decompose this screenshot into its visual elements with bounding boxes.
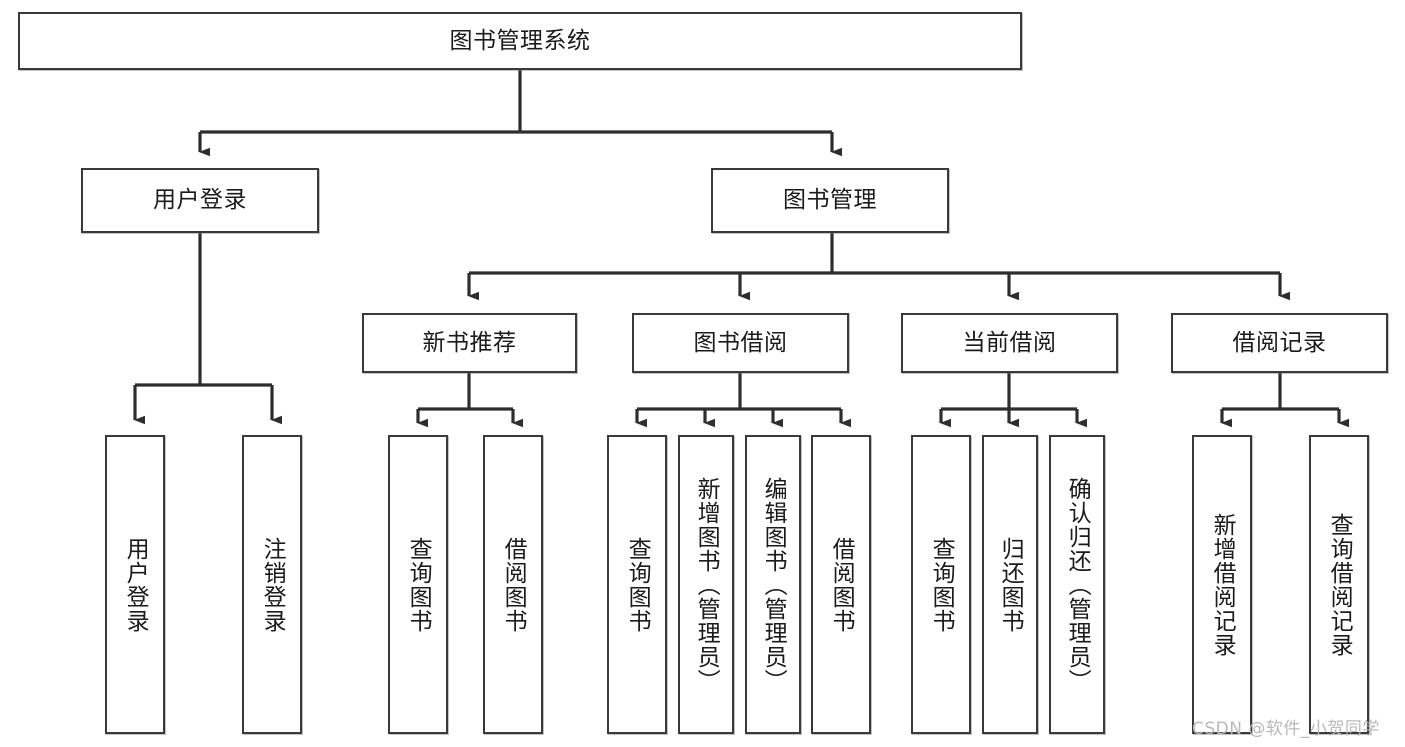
node-user-login-label: 用户登录	[153, 187, 247, 214]
node-leaf-query-book-3[interactable]: 查询图书	[911, 435, 971, 734]
node-leaf-user-login-label: 用户登录	[122, 536, 149, 633]
node-leaf-edit-book-label: 编辑图书（管理员）	[760, 476, 787, 693]
node-current-borrow-label: 当前借阅	[962, 329, 1057, 356]
node-leaf-query-book-2-label: 查询图书	[624, 536, 651, 633]
node-borrow-record-label: 借阅记录	[1232, 329, 1327, 356]
node-leaf-confirm-return-label: 确认归还（管理员）	[1064, 476, 1091, 693]
node-leaf-borrow-book-2-label: 借阅图书	[828, 536, 855, 633]
node-leaf-borrow-book-1[interactable]: 借阅图书	[483, 435, 543, 734]
node-leaf-query-book-1-label: 查询图书	[405, 536, 432, 633]
node-user-login[interactable]: 用户登录	[81, 168, 319, 233]
node-leaf-borrow-book-1-label: 借阅图书	[500, 536, 527, 633]
node-root-label: 图书管理系统	[449, 27, 591, 54]
node-leaf-return-book-label: 归还图书	[997, 536, 1024, 633]
node-leaf-logout-login-label: 注销登录	[259, 536, 286, 633]
node-book-borrow[interactable]: 图书借阅	[632, 313, 849, 373]
node-leaf-query-record-label: 查询借阅记录	[1326, 512, 1353, 657]
node-leaf-edit-book[interactable]: 编辑图书（管理员）	[745, 435, 801, 734]
node-leaf-query-book-2[interactable]: 查询图书	[607, 435, 667, 734]
node-leaf-add-record[interactable]: 新增借阅记录	[1192, 435, 1252, 734]
node-current-borrow[interactable]: 当前借阅	[901, 313, 1118, 373]
node-borrow-record[interactable]: 借阅记录	[1171, 313, 1388, 373]
node-leaf-query-book-3-label: 查询图书	[928, 536, 955, 633]
node-leaf-query-book-1[interactable]: 查询图书	[388, 435, 448, 734]
node-book-borrow-label: 图书借阅	[693, 329, 788, 356]
node-root[interactable]: 图书管理系统	[18, 12, 1022, 70]
node-leaf-return-book[interactable]: 归还图书	[982, 435, 1038, 734]
node-leaf-confirm-return[interactable]: 确认归还（管理员）	[1049, 435, 1105, 734]
node-leaf-user-login[interactable]: 用户登录	[105, 435, 165, 734]
node-new-book-recommend[interactable]: 新书推荐	[362, 313, 577, 373]
node-leaf-query-record[interactable]: 查询借阅记录	[1309, 435, 1369, 734]
node-book-manage[interactable]: 图书管理	[711, 168, 949, 233]
node-leaf-add-book[interactable]: 新增图书（管理员）	[678, 435, 734, 734]
node-leaf-logout-login[interactable]: 注销登录	[242, 435, 302, 734]
node-new-book-recommend-label: 新书推荐	[422, 329, 517, 356]
node-leaf-add-record-label: 新增借阅记录	[1209, 512, 1236, 657]
node-leaf-borrow-book-2[interactable]: 借阅图书	[811, 435, 871, 734]
node-leaf-add-book-label: 新增图书（管理员）	[693, 476, 720, 693]
node-book-manage-label: 图书管理	[783, 187, 877, 214]
